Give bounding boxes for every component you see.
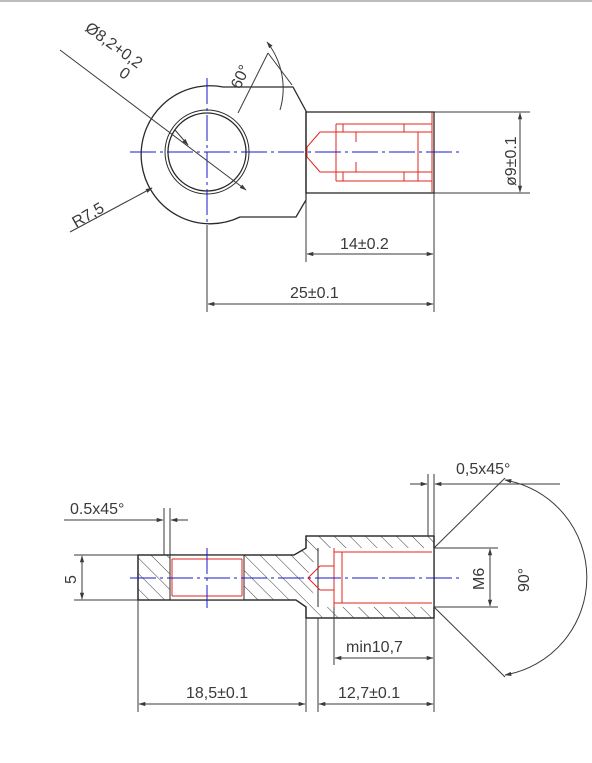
angle-arc bbox=[266, 41, 284, 111]
page-top-border bbox=[0, 0, 592, 2]
cone-angle-dim bbox=[433, 477, 588, 678]
thread-size-label: M6 bbox=[471, 568, 488, 590]
diameter-leader bbox=[59, 49, 247, 191]
left-chamfer-label: 0.5x45° bbox=[70, 501, 124, 518]
section-view: 0.5x45° 5 0,5x45° M6 90° bbox=[63, 461, 588, 712]
cone-angle-label: 90° bbox=[516, 568, 533, 592]
thread-depth-dim bbox=[333, 607, 435, 712]
thread-size-dim bbox=[434, 547, 498, 608]
thickness-label: 5 bbox=[63, 575, 80, 584]
shank-length-label: 14±0.2 bbox=[340, 236, 389, 253]
shank-length-dim bbox=[305, 193, 435, 312]
right-chamfer-dim bbox=[410, 474, 560, 536]
top-center-lines bbox=[130, 78, 460, 228]
section-shank-length-label: 12,7±0.1 bbox=[338, 685, 400, 702]
eye-outline bbox=[140, 85, 307, 225]
right-chamfer-label: 0,5x45° bbox=[456, 461, 510, 478]
left-chamfer-dim bbox=[64, 508, 188, 555]
eye-length-label: 18,5±0.1 bbox=[186, 685, 248, 702]
top-thread bbox=[306, 112, 433, 193]
bottom-length-dims bbox=[137, 600, 434, 712]
thread-depth-label: min10,7 bbox=[346, 639, 403, 656]
shank-diameter-label: ø9±0.1 bbox=[503, 136, 520, 186]
thickness-dim bbox=[74, 554, 138, 601]
hole-diameter-label: Ø8,2+0,2 bbox=[82, 19, 146, 72]
overall-length-label: 25±0.1 bbox=[290, 285, 339, 302]
radius-label: R7,5 bbox=[70, 200, 108, 232]
overall-length-dim bbox=[206, 225, 434, 312]
section-center-lines bbox=[130, 548, 460, 608]
shank-diameter-dim bbox=[434, 111, 530, 194]
hole-diameter-tolerance-label: 0 bbox=[116, 64, 133, 83]
radius-leader bbox=[69, 187, 153, 233]
top-view: Ø8,2+0,2 0 60° R7,5 ø9±0.1 14±0.2 25±0.1 bbox=[59, 19, 530, 312]
